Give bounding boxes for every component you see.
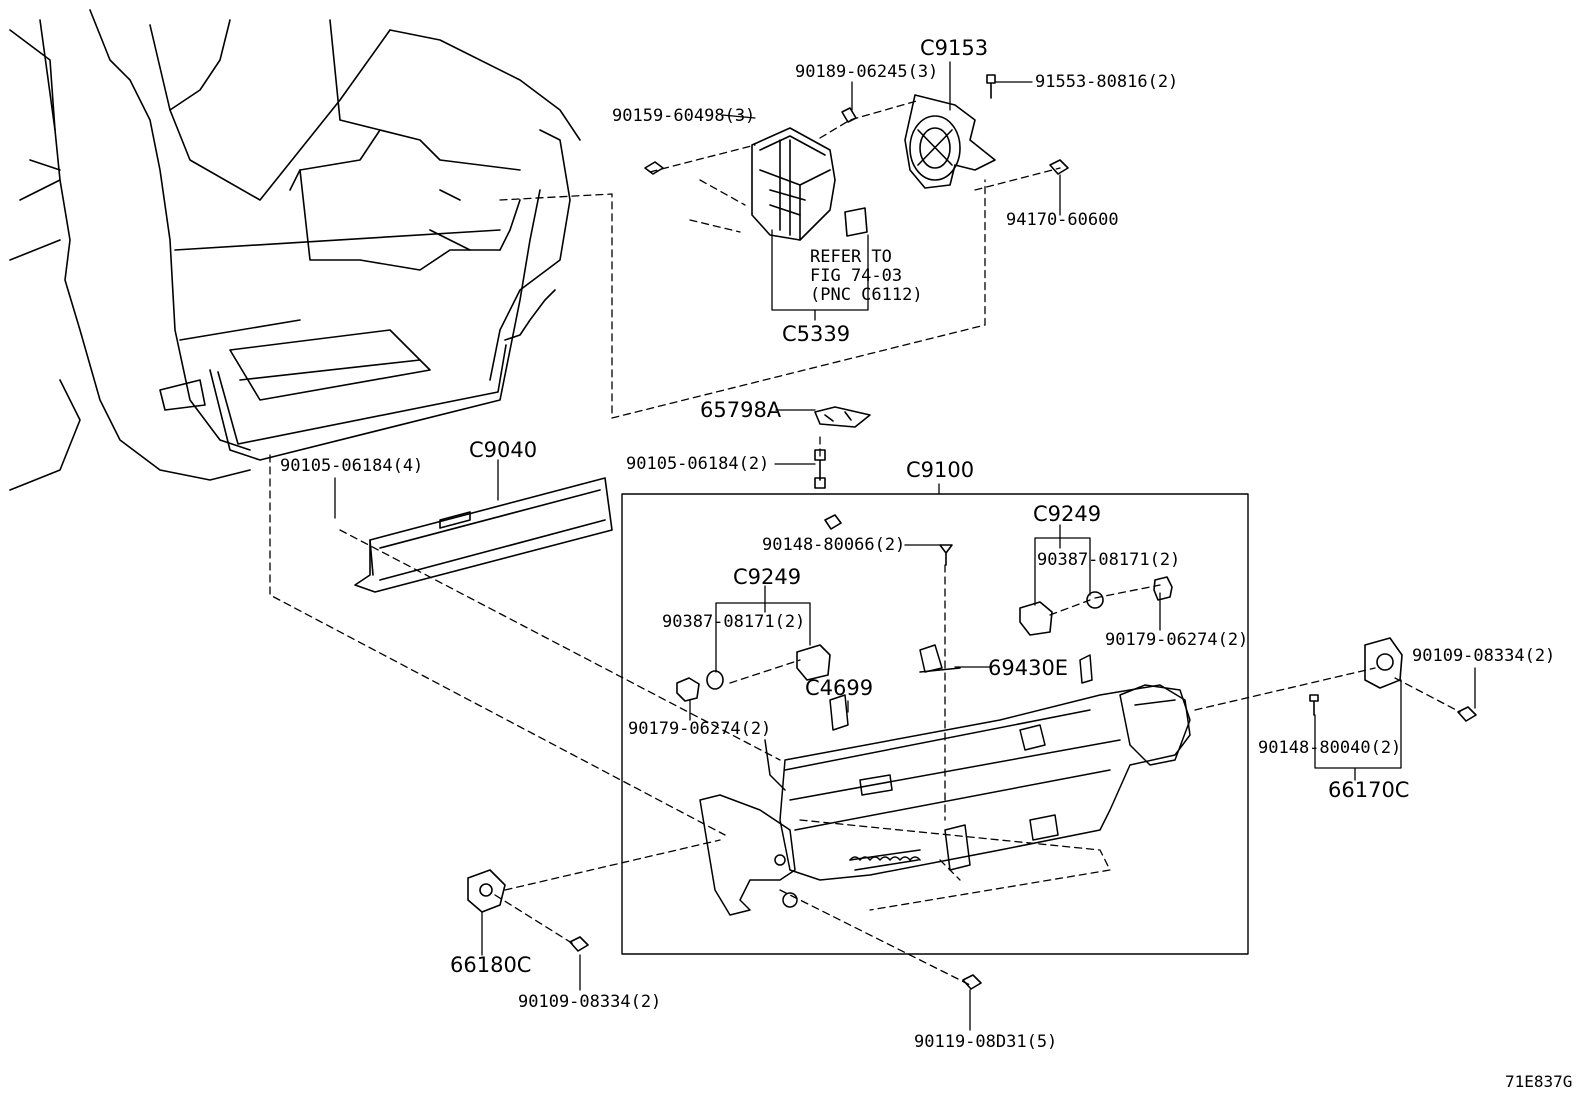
label-66180c: 66180C (450, 953, 532, 977)
label-c4699: C4699 (805, 676, 874, 700)
label-90105-06184-4: 90105-06184(4) (280, 456, 424, 476)
figure-id: 71E837G (1505, 1072, 1573, 1091)
label-90159-60498: 90159-60498(3) (612, 106, 756, 126)
label-91553-80816: 91553-80816(2) (1035, 72, 1179, 92)
cushion-c9249-left (676, 644, 831, 702)
bracket-c9153-drawing (904, 94, 996, 189)
label-90189-06245: 90189-06245(3) (795, 62, 939, 82)
refer-note-line1: REFER TO (810, 247, 892, 267)
label-90179-06274-right: 90179-06274(2) (1105, 630, 1249, 650)
label-90387-08171-left: 90387-08171(2) (662, 612, 806, 632)
leader-solid-lines (334, 61, 1476, 1031)
label-c9040: C9040 (469, 438, 538, 462)
rail-c9040-drawing (354, 477, 613, 593)
label-90148-80066: 90148-80066(2) (762, 535, 906, 555)
label-66170c: 66170C (1328, 778, 1410, 802)
refer-note-line2: FIG 74-03 (810, 266, 903, 286)
label-65798a: 65798A (700, 398, 782, 422)
bracket-66170c-drawing (1364, 637, 1403, 689)
label-c5339: C5339 (782, 322, 851, 346)
label-90119-08d31: 90119-08D31(5) (914, 1032, 1058, 1052)
cushion-c9249-right (1019, 576, 1173, 636)
label-90179-06274-left: 90179-06274(2) (628, 719, 772, 739)
label-90109-08334-left: 90109-08334(2) (518, 992, 662, 1012)
label-c9153: C9153 (920, 36, 989, 60)
ecu-module-drawing (751, 127, 868, 241)
clip-65798a-drawing (814, 406, 871, 428)
label-94170-60600: 94170-60600 (1006, 210, 1119, 230)
seat-frame-drawing (699, 644, 1191, 916)
label-c9249-right: C9249 (1033, 502, 1102, 526)
bracket-66180c-drawing (467, 869, 506, 913)
label-c9249-left: C9249 (733, 565, 802, 589)
label-90148-80040: 90148-80040(2) (1258, 738, 1402, 758)
assembly-c9100-box (621, 493, 1249, 955)
label-c9100: C9100 (906, 458, 975, 482)
fastener-drawings (569, 74, 1477, 990)
label-90387-08171-right: 90387-08171(2) (1037, 550, 1181, 570)
refer-note-line3: (PNC C6112) (810, 285, 923, 305)
label-90105-06184-2: 90105-06184(2) (626, 454, 770, 474)
body-panel-illustration (9, 9, 581, 491)
label-69430e: 69430E (988, 656, 1069, 680)
label-90109-08334-right: 90109-08334(2) (1412, 646, 1556, 666)
